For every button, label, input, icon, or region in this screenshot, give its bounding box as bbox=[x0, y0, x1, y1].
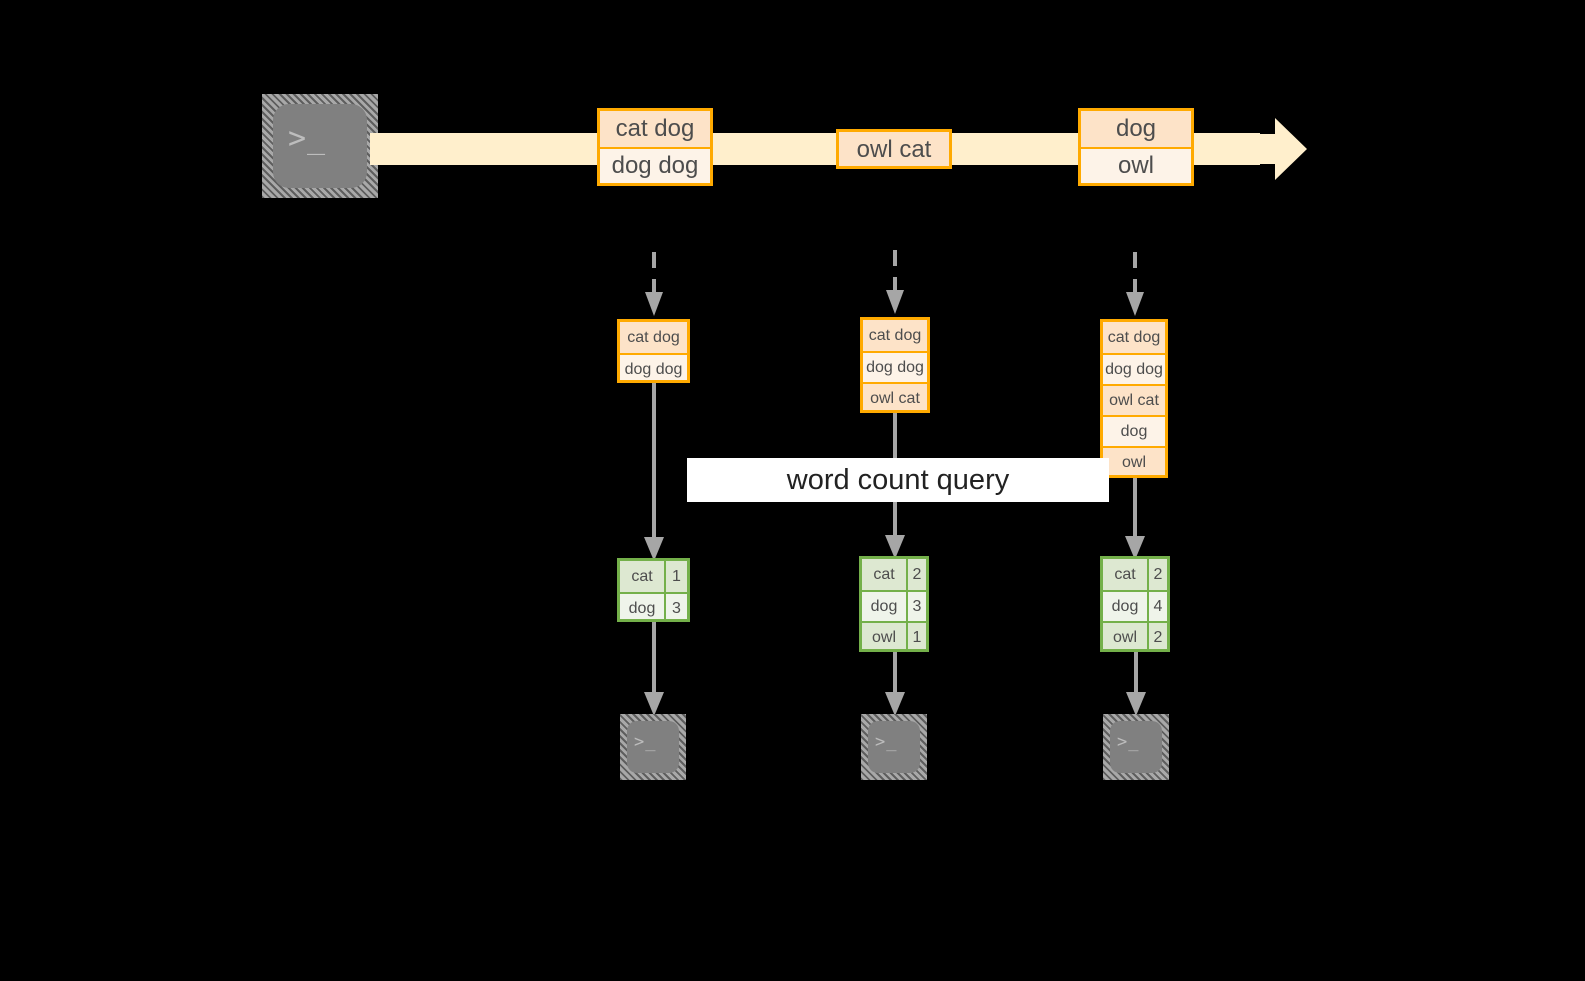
terminal-body bbox=[868, 721, 920, 773]
stream-line: dog dog bbox=[600, 147, 710, 183]
table-row: dog 3 bbox=[862, 590, 926, 621]
query-label-band: word count query bbox=[687, 458, 1109, 502]
result-word: cat bbox=[620, 561, 664, 592]
terminal-body bbox=[273, 104, 367, 188]
dashed-down-arrow-icon bbox=[881, 250, 909, 316]
terminal-body bbox=[1110, 721, 1162, 773]
result-count: 2 bbox=[1147, 623, 1167, 649]
result-word: owl bbox=[1103, 623, 1147, 649]
result-word: dog bbox=[620, 594, 664, 619]
state-line: owl cat bbox=[1103, 384, 1165, 415]
result-word: dog bbox=[862, 592, 906, 621]
source-terminal-icon: >_ bbox=[262, 94, 378, 198]
sink-arrow-trigger-2 bbox=[882, 652, 908, 718]
table-row: dog 4 bbox=[1103, 590, 1167, 621]
result-count: 1 bbox=[664, 561, 687, 592]
state-line: dog dog bbox=[620, 353, 687, 380]
dashed-down-arrow-icon bbox=[1121, 252, 1149, 318]
result-word: dog bbox=[1103, 592, 1147, 621]
result-word: cat bbox=[1103, 559, 1147, 590]
terminal-prompt-label: >_ bbox=[288, 121, 327, 156]
stream-line: cat dog bbox=[600, 111, 710, 147]
sink-terminal-icon-3: >_ bbox=[1103, 714, 1169, 780]
state-line: dog bbox=[1103, 415, 1165, 446]
state-line: dog dog bbox=[1103, 353, 1165, 384]
table-row: dog 3 bbox=[620, 592, 687, 619]
stream-batch-1: cat dog dog dog bbox=[597, 108, 713, 186]
state-line: owl cat bbox=[863, 382, 927, 410]
result-count: 2 bbox=[906, 559, 926, 590]
dashed-down-arrow-icon bbox=[640, 252, 668, 318]
stream-line: owl cat bbox=[839, 132, 949, 166]
result-count: 2 bbox=[1147, 559, 1167, 590]
result-word: owl bbox=[862, 623, 906, 649]
terminal-prompt-label: >_ bbox=[875, 732, 898, 752]
state-line: cat dog bbox=[620, 322, 687, 353]
state-box-trigger-3: cat dog dog dog owl cat dog owl bbox=[1100, 319, 1168, 478]
stream-line: owl bbox=[1081, 147, 1191, 183]
state-box-trigger-2: cat dog dog dog owl cat bbox=[860, 317, 930, 413]
terminal-prompt-label: >_ bbox=[1117, 732, 1140, 752]
table-row: cat 2 bbox=[862, 559, 926, 590]
terminal-body bbox=[627, 721, 679, 773]
sink-terminal-icon-2: >_ bbox=[861, 714, 927, 780]
query-label: word count query bbox=[786, 463, 1010, 496]
result-count: 1 bbox=[906, 623, 926, 649]
sink-arrow-trigger-1 bbox=[641, 622, 667, 718]
state-line: owl bbox=[1103, 446, 1165, 475]
result-count: 4 bbox=[1147, 592, 1167, 621]
result-table-trigger-2: cat 2 dog 3 owl 1 bbox=[859, 556, 929, 652]
table-row: cat 1 bbox=[620, 561, 687, 592]
right-arrow-icon bbox=[1243, 118, 1307, 180]
result-count: 3 bbox=[664, 594, 687, 619]
result-table-trigger-1: cat 1 dog 3 bbox=[617, 558, 690, 622]
state-line: dog dog bbox=[863, 351, 927, 382]
stream-batch-2: owl cat bbox=[836, 129, 952, 169]
table-row: cat 2 bbox=[1103, 559, 1167, 590]
table-row: owl 2 bbox=[1103, 621, 1167, 649]
result-count: 3 bbox=[906, 592, 926, 621]
table-row: owl 1 bbox=[862, 621, 926, 649]
stream-batch-3: dog owl bbox=[1078, 108, 1194, 186]
state-box-trigger-1: cat dog dog dog bbox=[617, 319, 690, 383]
process-arrow-trigger-3 bbox=[1122, 478, 1148, 562]
terminal-prompt-label: >_ bbox=[634, 732, 657, 752]
state-line: cat dog bbox=[863, 320, 927, 351]
stream-line: dog bbox=[1081, 111, 1191, 147]
state-line: cat dog bbox=[1103, 322, 1165, 353]
sink-arrow-trigger-3 bbox=[1123, 652, 1149, 718]
result-word: cat bbox=[862, 559, 906, 590]
sink-terminal-icon-1: >_ bbox=[620, 714, 686, 780]
process-arrow-trigger-1 bbox=[641, 383, 667, 563]
result-table-trigger-3: cat 2 dog 4 owl 2 bbox=[1100, 556, 1170, 652]
